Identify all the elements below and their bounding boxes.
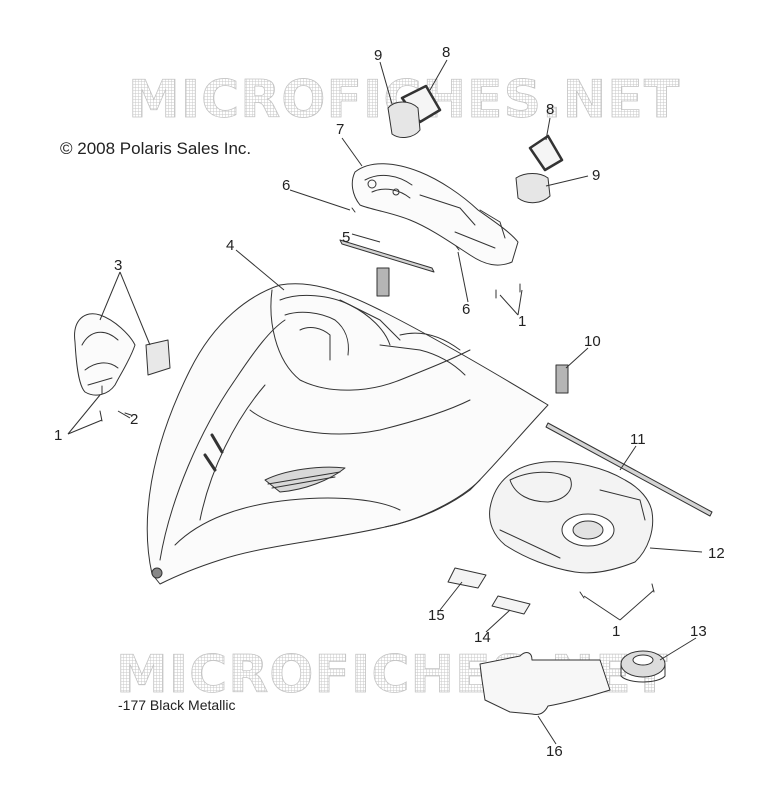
callout-2: 2	[130, 411, 138, 428]
callout-12: 12	[708, 545, 725, 562]
callout-15: 15	[428, 607, 445, 624]
finish-note: -177 Black Metallic	[118, 697, 236, 713]
callout-labels: 9 8 8 9 7 6 5 4 3 6 1 10 2 1 11 12 1 15 …	[54, 44, 725, 760]
callout-3: 3	[114, 257, 122, 274]
trim-strip-part	[339, 239, 435, 273]
callout-8: 8	[442, 44, 450, 61]
heat-shield-part	[479, 652, 611, 715]
copyright-text: © 2008 Polaris Sales Inc.	[60, 139, 251, 158]
lens-right-part	[515, 134, 564, 204]
callout-6: 6	[282, 177, 290, 194]
callout-5: 5	[342, 229, 350, 246]
callout-9: 9	[592, 167, 600, 184]
leader-lines	[67, 59, 703, 745]
callout-16: 16	[546, 743, 563, 760]
callout-1: 1	[54, 427, 62, 444]
callout-11: 11	[630, 431, 646, 448]
callout-8: 8	[546, 101, 554, 118]
callout-10: 10	[584, 333, 601, 350]
grommet-part	[620, 650, 666, 683]
side-cover-part	[74, 313, 171, 396]
callout-4: 4	[226, 237, 234, 254]
long-trim-part	[545, 422, 713, 517]
decal-14-part	[491, 595, 531, 615]
callout-9: 9	[374, 47, 382, 64]
callout-13: 13	[690, 623, 707, 640]
callout-7: 7	[336, 121, 344, 138]
clip-fasteners	[99, 207, 655, 599]
lens-upper-part	[387, 84, 442, 138]
rear-cover-part	[489, 461, 654, 574]
hood-part	[146, 283, 549, 585]
callout-1: 1	[518, 313, 526, 330]
callout-6: 6	[462, 301, 470, 318]
dash-housing-part	[351, 163, 519, 266]
callout-1: 1	[612, 623, 620, 640]
decal-15-part	[447, 567, 487, 589]
callout-14: 14	[474, 629, 491, 646]
